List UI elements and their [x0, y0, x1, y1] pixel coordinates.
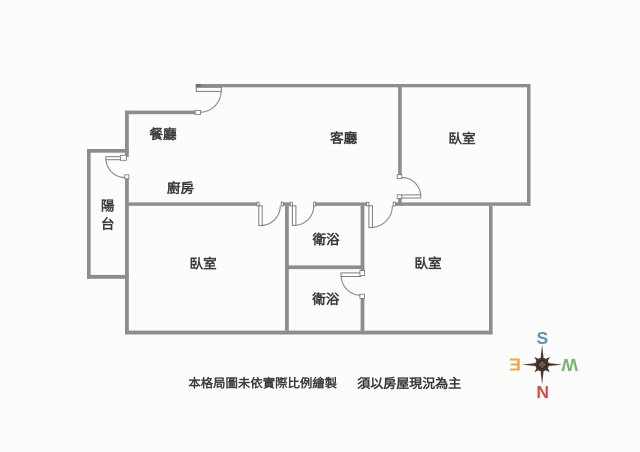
- svg-text:S: S: [536, 328, 548, 348]
- svg-text:N: N: [536, 382, 549, 402]
- svg-text:E: E: [509, 355, 521, 375]
- svg-text:W: W: [561, 355, 578, 375]
